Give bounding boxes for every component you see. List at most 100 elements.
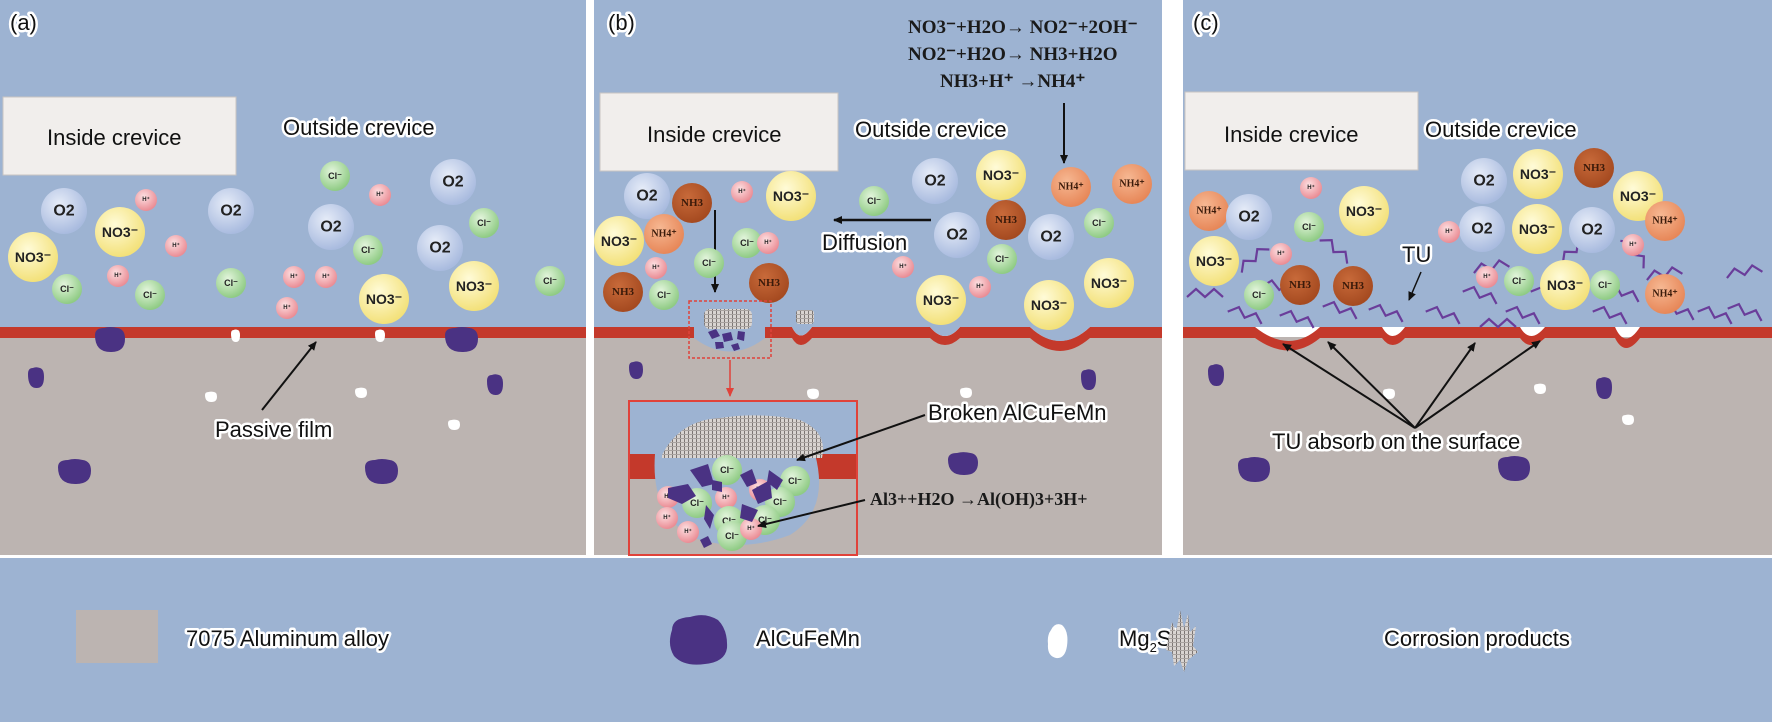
svg-text:O2: O2 (1471, 221, 1492, 238)
alcufemn-particle (629, 361, 643, 380)
ion-h-icon: H⁺ (731, 181, 753, 203)
pit-alcufemn-fragments (708, 329, 745, 351)
panel-label: (a) (10, 10, 37, 35)
svg-text:O2: O2 (320, 219, 341, 236)
svg-text:NO3⁻: NO3⁻ (1091, 275, 1127, 291)
pit-solution (792, 327, 1090, 341)
svg-text:Cl⁻: Cl⁻ (788, 476, 802, 486)
svg-text:Cl⁻: Cl⁻ (720, 465, 734, 475)
ion-no3-icon: NO3⁻ (1540, 260, 1590, 310)
ion-nh4-icon: NH4⁺ (1645, 201, 1685, 241)
svg-text:NH4⁺: NH4⁺ (1196, 206, 1221, 217)
alcufemn-particle (1498, 456, 1530, 482)
svg-text:NO3⁻: NO3⁻ (1520, 166, 1556, 182)
ion-o2-icon: O2 (1226, 194, 1272, 240)
svg-text:H⁺: H⁺ (764, 239, 772, 246)
svg-text:Cl⁻: Cl⁻ (1512, 276, 1526, 286)
ion-h-icon: H⁺ (135, 189, 157, 211)
ion-cl-icon: Cl⁻ (712, 455, 742, 485)
legend-item-alcufemn: AlCuFeMn (669, 615, 862, 665)
ion-cl-icon: Cl⁻ (1294, 212, 1324, 242)
svg-text:H⁺: H⁺ (899, 263, 907, 270)
svg-text:H⁺: H⁺ (1445, 228, 1453, 235)
tu-molecule-icon (1240, 248, 1270, 273)
ion-no3-icon: NO3⁻ (449, 261, 499, 311)
legend-item-corrosion: Corrosion products (1166, 610, 1572, 672)
ion-o2-icon: O2 (430, 159, 476, 205)
ion-no3-icon: NO3⁻ (95, 207, 145, 257)
purple-blob-icon (669, 615, 728, 665)
detail-inset-frame (628, 400, 858, 556)
ion-cl-icon: Cl⁻ (135, 280, 165, 310)
ion-o2-icon: O2 (1569, 207, 1615, 253)
svg-text:Cl⁻: Cl⁻ (657, 290, 671, 300)
svg-text:O2: O2 (53, 203, 74, 220)
alcufemn-particle (95, 327, 125, 353)
svg-text:Cl⁻: Cl⁻ (773, 497, 787, 507)
ion-no3-icon: NO3⁻ (1512, 204, 1562, 254)
svg-text:H⁺: H⁺ (663, 514, 671, 521)
hydrolysis-arrow (757, 499, 866, 528)
svg-text:NO3⁻: NO3⁻ (102, 224, 138, 240)
ion-h-icon: H⁺ (1300, 177, 1322, 199)
particles-group-c (1208, 364, 1634, 483)
broken-alcufemn-fragment (712, 480, 722, 492)
ion-nh3-icon: NH3 (1280, 265, 1320, 305)
alcufemn-particle (28, 367, 44, 389)
panel-label: (b) (608, 10, 635, 35)
tu-molecule-icon (1368, 303, 1404, 323)
ion-nh3-icon: NH3 (672, 183, 712, 223)
svg-text:NH4⁺: NH4⁺ (1652, 216, 1677, 227)
ion-h-icon: H⁺ (1438, 221, 1460, 243)
tu-absorb-label: TU absorb on the surface (1272, 429, 1520, 454)
ion-o2-icon: O2 (1461, 158, 1507, 204)
ion-nh3-icon: NH3 (1574, 148, 1614, 188)
ion-o2-icon: O2 (1028, 214, 1074, 260)
svg-text:H⁺: H⁺ (1307, 184, 1315, 191)
svg-text:Cl⁻: Cl⁻ (1252, 290, 1266, 300)
ion-cl-icon: Cl⁻ (717, 521, 747, 551)
mg2si-particle (960, 387, 972, 399)
broken-alcufemn-fragment (740, 469, 757, 487)
svg-text:NH3: NH3 (681, 197, 704, 209)
svg-text:Cl⁻: Cl⁻ (1302, 222, 1316, 232)
ion-nh4-icon: NH4⁺ (1112, 164, 1152, 204)
svg-text:Cl⁻: Cl⁻ (702, 258, 716, 268)
svg-text:O2: O2 (220, 203, 241, 220)
ion-nh3-icon: NH3 (986, 200, 1026, 240)
alcufemn-particle (487, 374, 503, 396)
ion-cl-icon: Cl⁻ (1504, 266, 1534, 296)
alloy-substrate (0, 337, 586, 555)
equation-1: NO3⁻+H2O→ NO2⁻+2OH⁻ (908, 17, 1138, 38)
alcufemn-particle (365, 459, 398, 485)
mg2si-particle (231, 329, 240, 343)
ion-h-icon: H⁺ (369, 184, 391, 206)
hydrolysis-equation: Al3++H2O →Al(OH)3+3H+ (870, 489, 1088, 510)
ion-o2-icon: O2 (41, 188, 87, 234)
svg-text:H⁺: H⁺ (1483, 273, 1491, 280)
svg-text:H⁺: H⁺ (1629, 241, 1637, 248)
legend-label: 7075 Aluminum alloy (186, 626, 389, 651)
svg-text:Cl⁻: Cl⁻ (60, 284, 74, 294)
svg-text:Cl⁻: Cl⁻ (690, 498, 704, 508)
alcufemn-particle (948, 452, 978, 476)
ion-o2-icon: O2 (624, 173, 670, 219)
passive-film-label: Passive film (215, 417, 332, 442)
ion-cl-icon: Cl⁻ (1590, 270, 1620, 300)
ion-h-icon: H⁺ (757, 232, 779, 254)
ion-h-icon: H⁺ (107, 265, 129, 287)
broken-alcufemn-fragment (740, 504, 758, 522)
svg-text:NH4⁺: NH4⁺ (1119, 179, 1144, 190)
legend-background (0, 558, 1772, 722)
svg-text:Cl⁻: Cl⁻ (867, 196, 881, 206)
broken-alcufemn-fragment (752, 480, 772, 504)
passive-film-arrow (261, 341, 317, 411)
panel-label: (c) (1193, 10, 1219, 35)
equation-3: NH3+H⁺ →NH4⁺ (940, 71, 1085, 92)
ion-h-icon: H⁺ (315, 266, 337, 288)
svg-text:NO3⁻: NO3⁻ (923, 292, 959, 308)
mg2si-particle (1622, 414, 1634, 426)
tu-molecule-icon (1462, 285, 1498, 305)
outside-crevice-label: Outside crevice (1425, 117, 1577, 142)
